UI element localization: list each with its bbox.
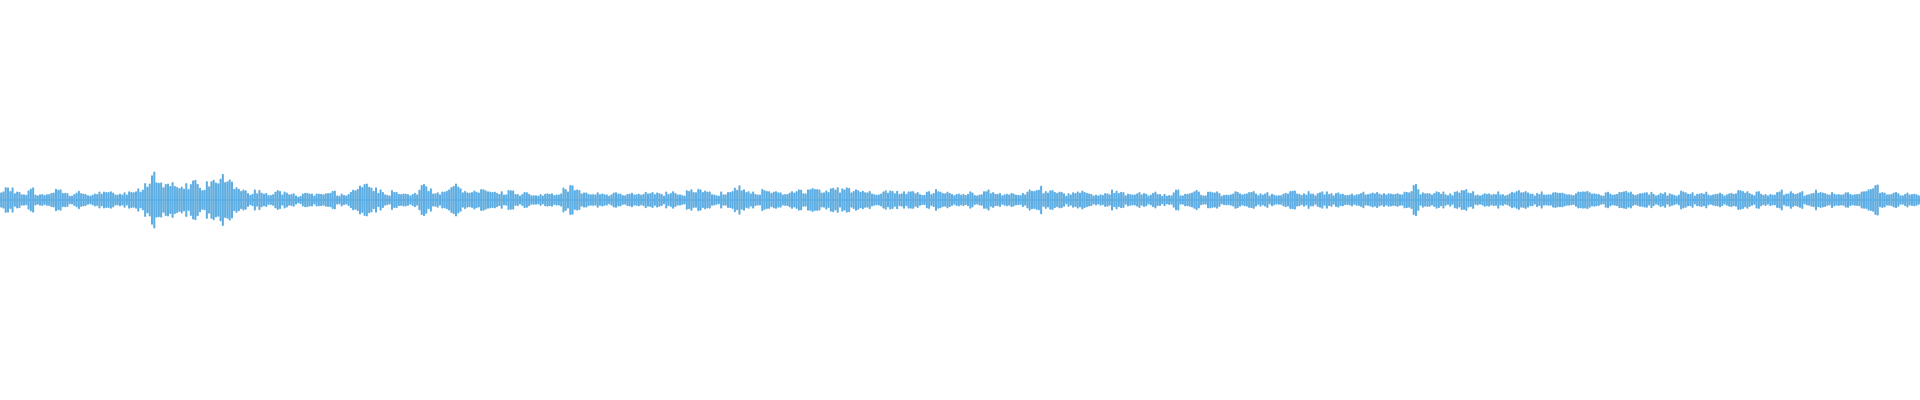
waveform-bars [0,171,1920,229]
